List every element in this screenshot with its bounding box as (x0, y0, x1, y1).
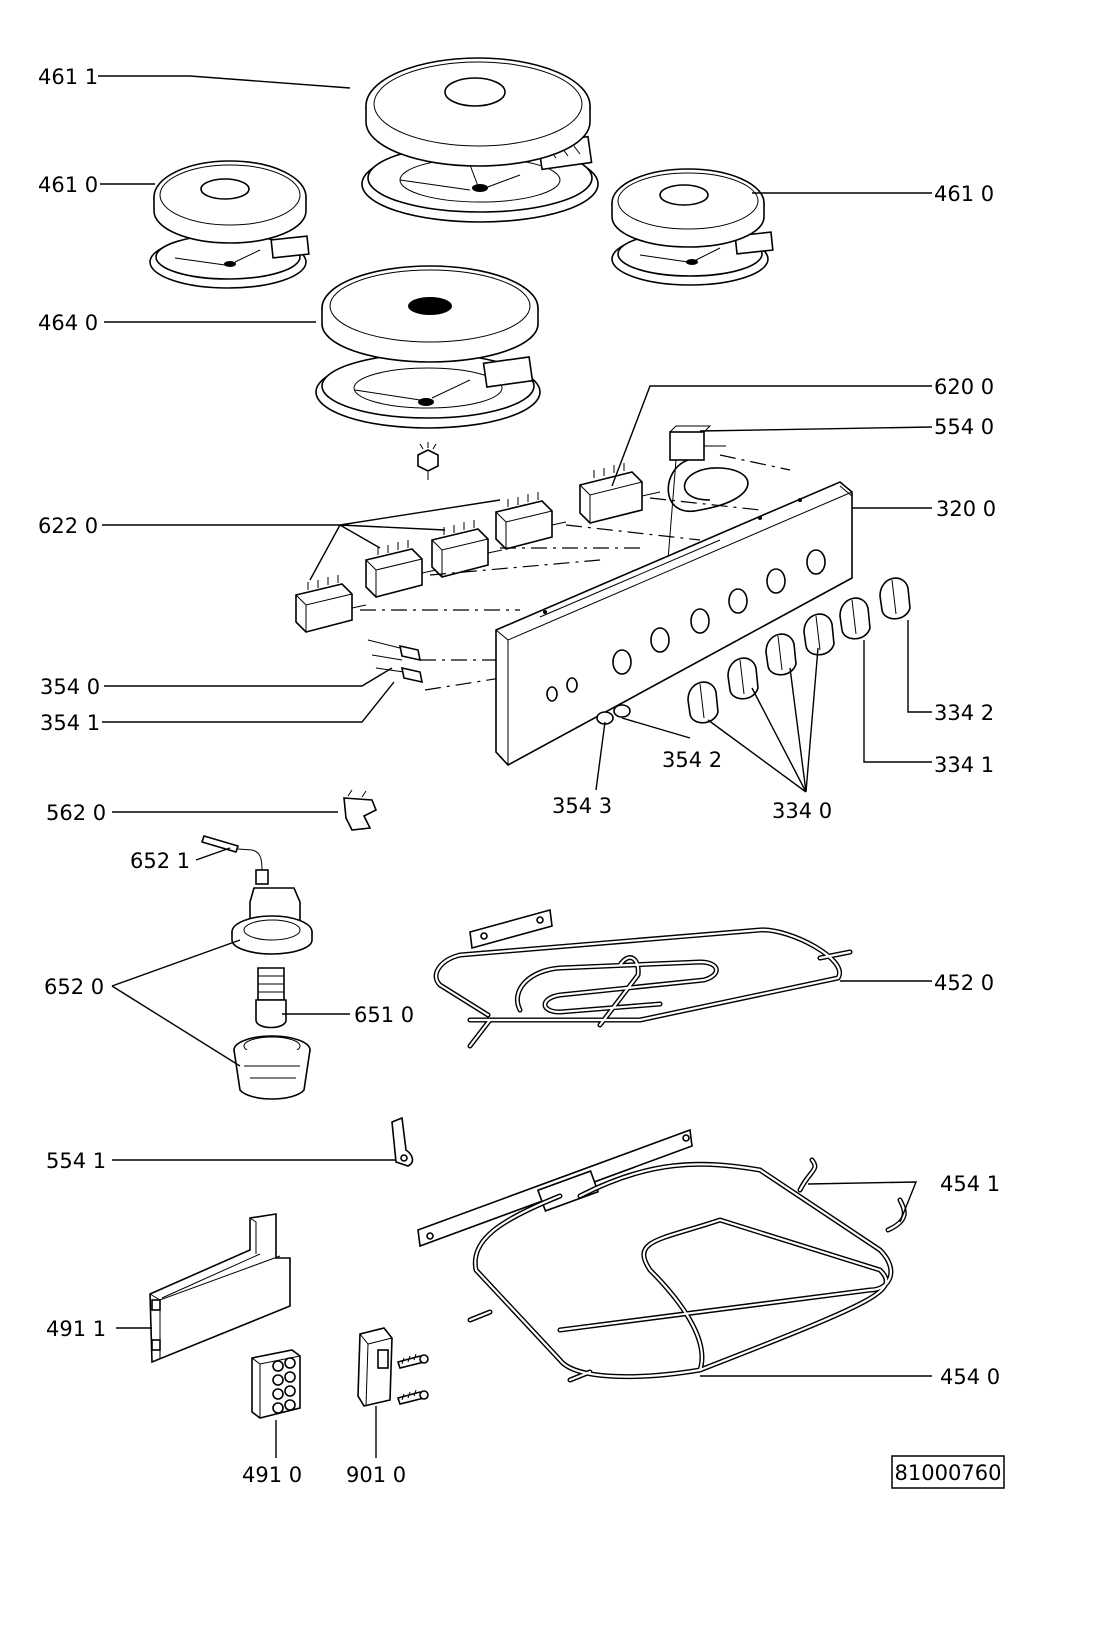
oven-lamp-assembly (200, 835, 313, 1100)
switch-620 (579, 463, 661, 524)
label-554-1: 554 1 (46, 1149, 106, 1173)
label-461-0-left: 461 0 (38, 173, 98, 197)
switch-622-c (431, 520, 503, 578)
label-454-1: 454 1 (940, 1172, 1000, 1196)
knob-334-0-b (727, 657, 759, 700)
thermostat-554 (667, 425, 749, 561)
doc-number-box: 81000760 (891, 1455, 1005, 1489)
switch-622-b (365, 540, 437, 598)
switch-622-a (295, 575, 367, 633)
leader-lines (98, 75, 933, 1458)
label-562-0: 562 0 (46, 801, 106, 825)
label-454-0: 454 0 (940, 1365, 1000, 1389)
label-464-0: 464 0 (38, 311, 98, 335)
label-652-0: 652 0 (44, 975, 104, 999)
bracket-491-1 (149, 1213, 291, 1364)
knob-334-0-d (803, 613, 835, 656)
label-491-1: 491 1 (46, 1317, 106, 1341)
control-panel (495, 481, 853, 767)
knob-334-2 (879, 577, 911, 620)
label-354-3: 354 3 (552, 794, 612, 818)
terminal-block-491 (251, 1349, 301, 1419)
label-354-1: 354 1 (40, 711, 100, 735)
label-354-0: 354 0 (40, 675, 100, 699)
label-620-0: 620 0 (934, 375, 994, 399)
label-491-0: 491 0 (242, 1463, 302, 1487)
hotplate-small-right (611, 168, 774, 286)
clip-562 (343, 789, 378, 831)
label-461-0-right: 461 0 (934, 182, 994, 206)
label-622-0: 622 0 (38, 514, 98, 538)
oven-element-454 (417, 1128, 907, 1383)
knob-334-1 (839, 597, 871, 640)
hotplate-464 (315, 265, 541, 480)
label-334-0: 334 0 (772, 799, 832, 823)
label-652-1: 652 1 (130, 849, 190, 873)
label-354-2: 354 2 (662, 748, 722, 772)
label-334-2: 334 2 (934, 701, 994, 725)
grill-element-452 (433, 908, 853, 1049)
switch-622-d (495, 492, 567, 550)
knob-334-0-a (687, 681, 719, 724)
indicator-lamps (367, 639, 424, 684)
label-901-0: 901 0 (346, 1463, 406, 1487)
doc-number: 81000760 (895, 1461, 1002, 1485)
knob-334-0-c (765, 633, 797, 676)
hotplate-large (361, 57, 599, 223)
cable-clamp-901 (357, 1327, 429, 1407)
label-651-0: 651 0 (354, 1003, 414, 1027)
label-320-0: 320 0 (936, 497, 996, 521)
hotplate-small-left (149, 160, 310, 289)
label-334-1: 334 1 (934, 753, 994, 777)
label-452-0: 452 0 (934, 971, 994, 995)
clip-554-1 (391, 1116, 414, 1167)
label-554-0: 554 0 (934, 415, 994, 439)
label-461-1: 461 1 (38, 65, 98, 89)
